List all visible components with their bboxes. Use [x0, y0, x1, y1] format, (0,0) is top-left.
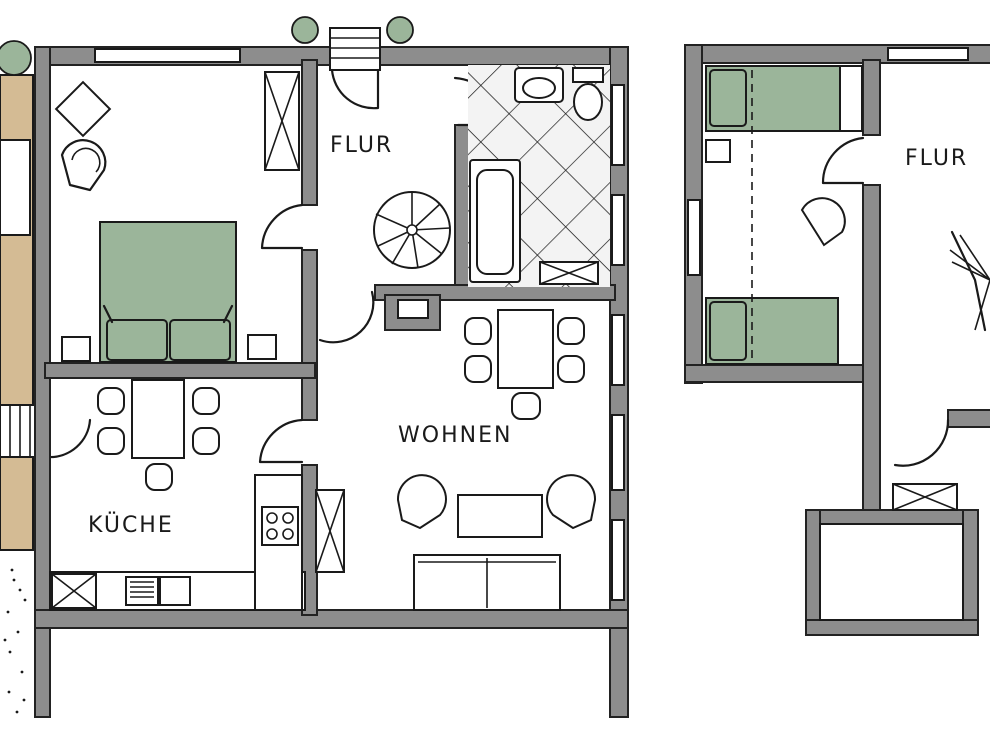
chair-icon [54, 80, 112, 192]
lounge-chairs [396, 474, 597, 530]
gravel-dots [3, 568, 27, 714]
door-kitchen [258, 418, 304, 464]
spiral-staircase [373, 191, 451, 269]
door-wohnen [318, 290, 375, 344]
door-upper-flur [893, 418, 950, 467]
living-room: WOHNEN [315, 309, 597, 611]
dining-chairs-kitchen [97, 387, 220, 491]
bedroom-ground [54, 71, 300, 363]
room-label-wohnen: WOHNEN [398, 423, 512, 448]
coffee-table [457, 494, 543, 538]
bathroom [468, 65, 610, 287]
door-upper-bedroom [821, 136, 865, 185]
ground-floor-walls [34, 46, 629, 718]
spiral-staircase-upper [949, 230, 990, 332]
kitchen: KÜCHE [49, 379, 306, 611]
entrance [291, 16, 414, 110]
room-label-flur-upper: FLUR [905, 146, 968, 171]
bedroom-upper [705, 65, 865, 365]
door-bedroom [260, 203, 304, 250]
upper-floor-walls [684, 44, 990, 636]
dining-table-living [464, 309, 585, 420]
sofa [413, 554, 561, 611]
flur-upper: FLUR [892, 146, 990, 511]
room-label-kueche: KÜCHE [88, 512, 174, 538]
double-bed [61, 221, 277, 363]
plant-icon [0, 40, 32, 76]
kitchen-counter [49, 474, 306, 611]
room-label-flur-ground: FLUR [330, 133, 393, 158]
